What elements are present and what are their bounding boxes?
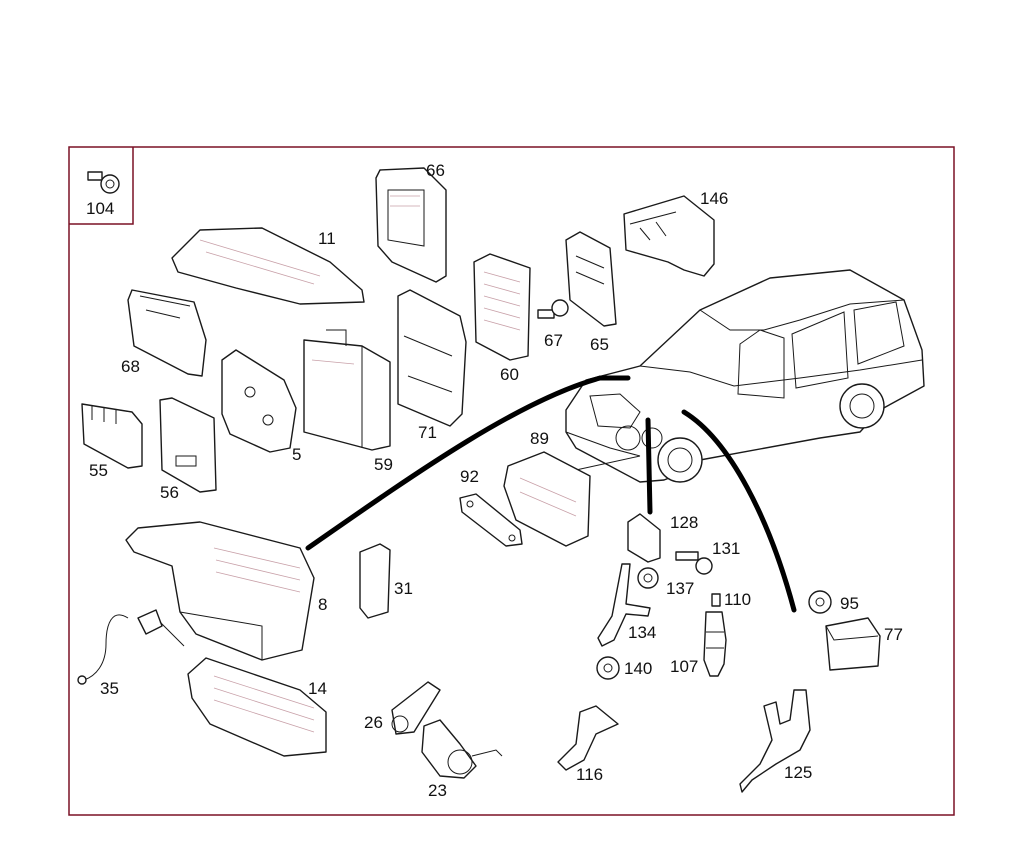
sensor-128 [627, 513, 661, 563]
callout-116: 116 [576, 765, 603, 784]
callout-110: 110 [724, 590, 751, 609]
callout-67: 67 [544, 331, 563, 350]
car-illustration [565, 269, 925, 483]
callout-146: 146 [700, 189, 728, 208]
callout-89: 89 [530, 429, 549, 448]
callout-66: 66 [426, 161, 445, 180]
module-77 [825, 617, 881, 671]
screw-131 [675, 551, 713, 575]
elbow-26 [391, 681, 441, 735]
module-60 [473, 253, 531, 361]
housing-8 [125, 521, 315, 661]
leader-line-77 [681, 409, 797, 613]
callout-125: 125 [784, 763, 812, 782]
switch-107 [703, 611, 727, 677]
nut-140 [596, 656, 620, 680]
bracket-125 [739, 689, 811, 793]
control-unit-71 [397, 289, 467, 427]
leader-line-128 [645, 417, 653, 515]
nut-137 [637, 567, 659, 589]
housing-14 [187, 657, 327, 757]
callout-60: 60 [500, 365, 519, 384]
callout-140: 140 [624, 659, 652, 678]
bracket-134 [597, 563, 651, 647]
callout-134: 134 [628, 623, 656, 642]
callout-11: 11 [318, 229, 336, 248]
bracket-5 [221, 349, 297, 453]
cover-31 [359, 543, 391, 619]
clip-110 [711, 593, 721, 607]
callout-92: 92 [460, 467, 479, 486]
callout-77: 77 [884, 625, 903, 644]
module-65 [565, 231, 617, 327]
screw-67 [537, 299, 569, 319]
bracket-116 [557, 705, 619, 771]
relay-146 [623, 195, 715, 277]
blower-23 [421, 719, 503, 779]
callout-14: 14 [308, 679, 327, 698]
callout-5: 5 [292, 445, 301, 464]
module-68 [127, 289, 207, 377]
callout-56: 56 [160, 483, 179, 502]
callout-65: 65 [590, 335, 609, 354]
nut-95 [808, 590, 832, 614]
callout-59: 59 [374, 455, 393, 474]
callout-23: 23 [428, 781, 447, 800]
callout-137: 137 [666, 579, 694, 598]
sensor-35 [77, 609, 185, 685]
callout-68: 68 [121, 357, 140, 376]
diagram-frame [68, 146, 955, 816]
inset-box [69, 147, 134, 225]
callout-131: 131 [712, 539, 740, 558]
relay-55 [81, 403, 143, 469]
leader-line-89 [575, 455, 641, 471]
callout-95: 95 [840, 594, 859, 613]
callout-55: 55 [89, 461, 108, 480]
callout-35: 35 [100, 679, 119, 698]
control-unit-66 [375, 167, 447, 283]
control-unit-56 [159, 397, 217, 493]
callout-104: 104 [86, 199, 114, 218]
bracket-92 [459, 493, 523, 547]
callout-107: 107 [670, 657, 698, 676]
callout-8: 8 [318, 595, 327, 614]
relay-box-59 [303, 329, 391, 451]
relay-89 [503, 451, 591, 547]
bolt-104 [87, 171, 120, 194]
leader-line-8 [305, 375, 631, 551]
callout-128: 128 [670, 513, 698, 532]
callout-31: 31 [394, 579, 413, 598]
callout-71: 71 [418, 423, 437, 442]
cover-11 [171, 227, 365, 305]
callout-26: 26 [364, 713, 383, 732]
